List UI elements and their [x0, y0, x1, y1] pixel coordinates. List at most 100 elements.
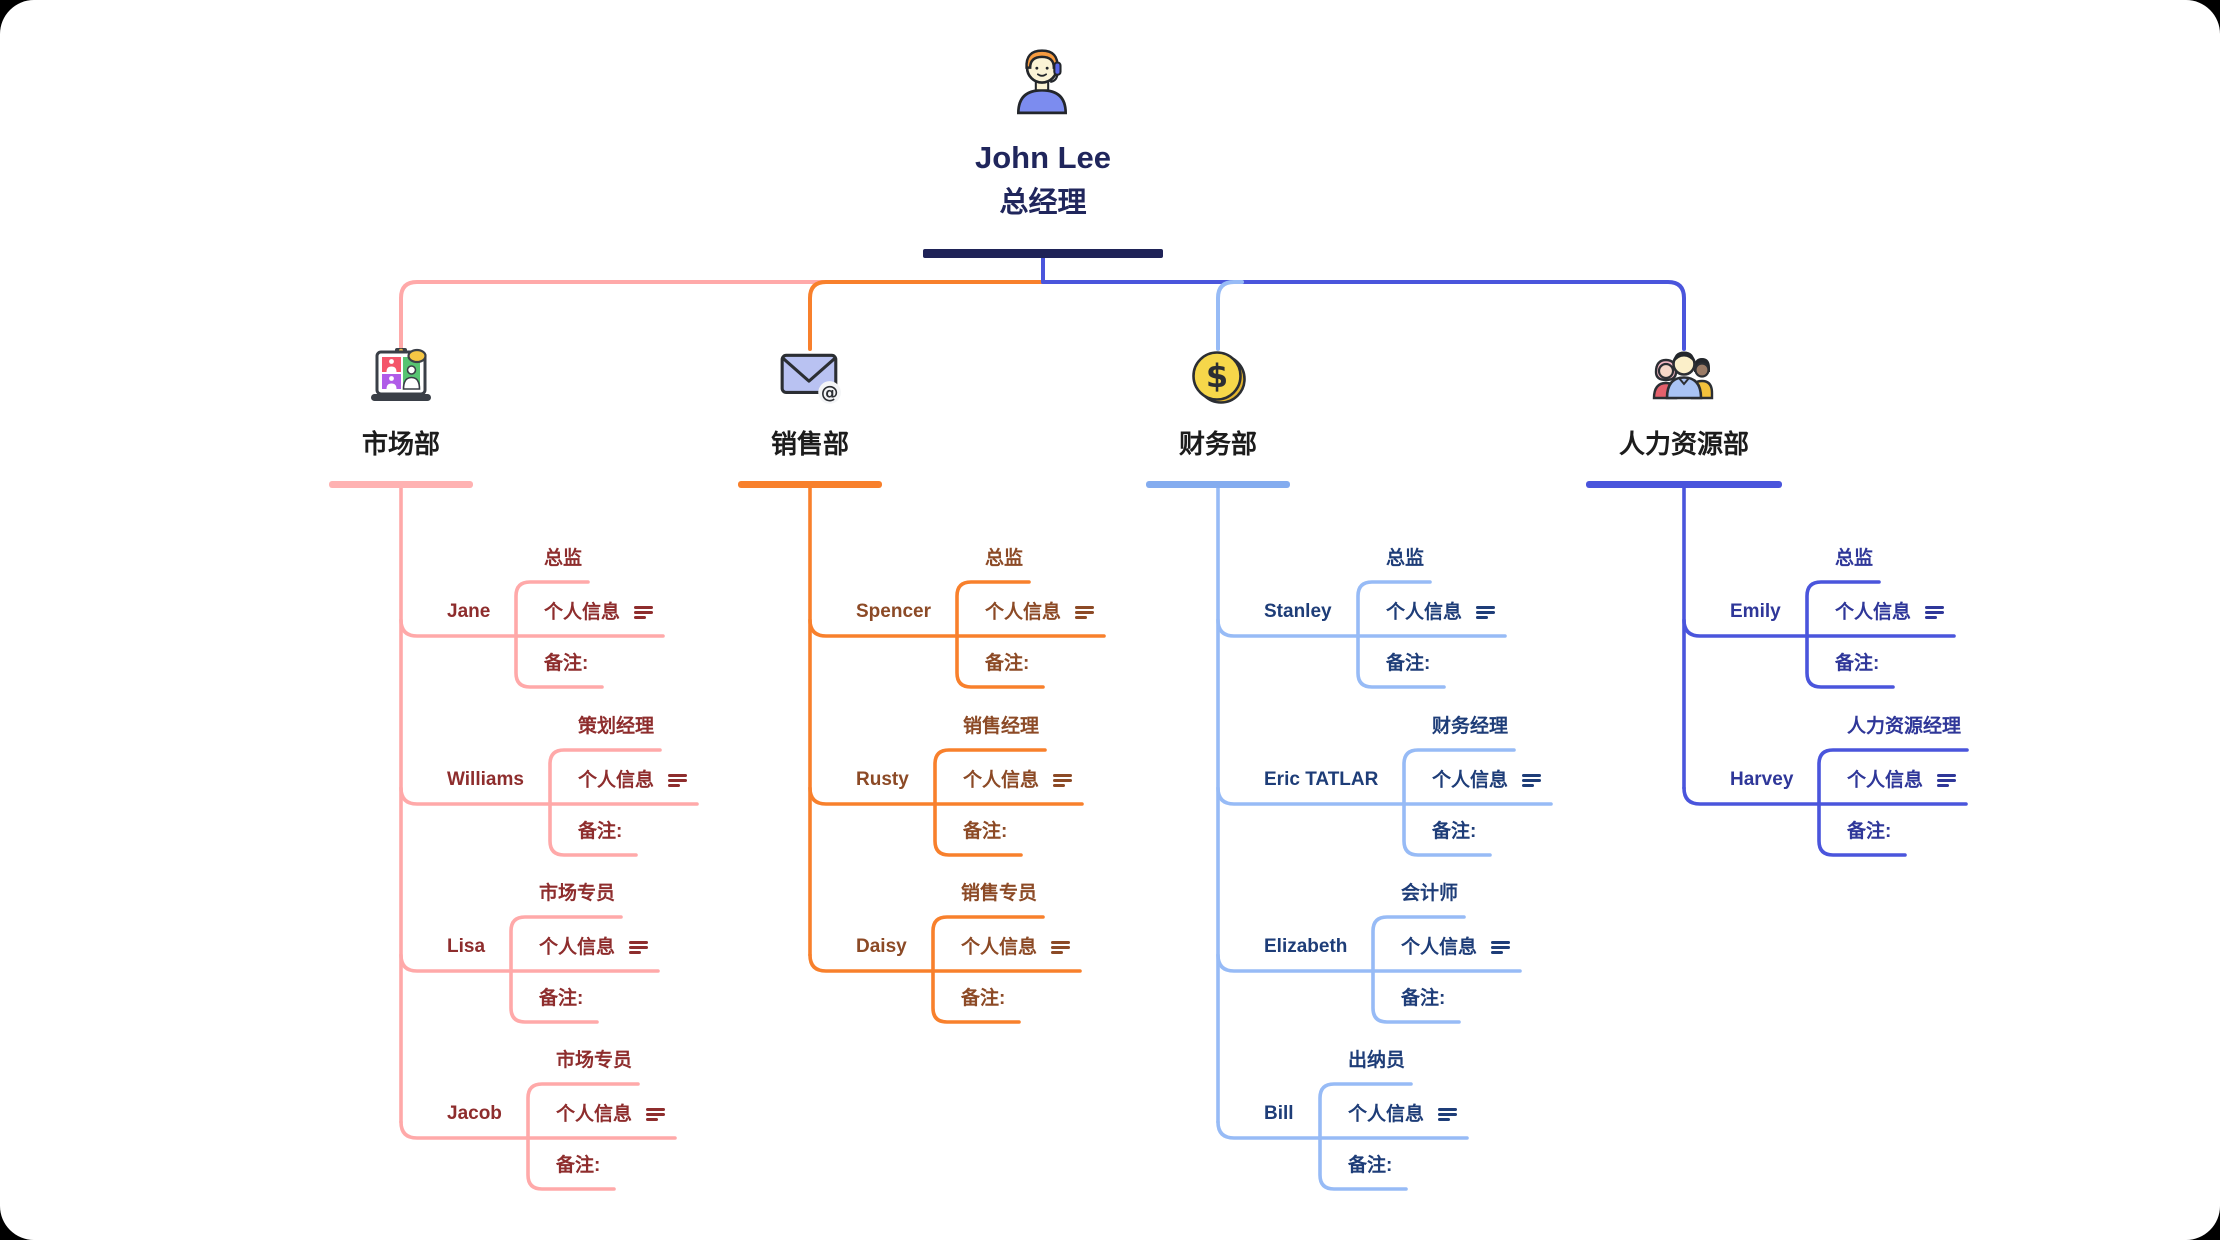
notes-icon-bar: [1053, 779, 1072, 782]
role-topic[interactable]: 出纳员: [1348, 1050, 1406, 1071]
notes-icon-bar: [1522, 784, 1534, 787]
note-topic[interactable]: 备注:: [963, 821, 1008, 842]
info-topic[interactable]: 个人信息: [1432, 770, 1509, 791]
info-topic[interactable]: 个人信息: [1401, 937, 1478, 958]
info-topic[interactable]: 个人信息: [539, 937, 616, 958]
info-topic[interactable]: 个人信息: [544, 602, 621, 623]
dept-topic-label[interactable]: 财务部: [1058, 426, 1378, 462]
info-topic[interactable]: 个人信息: [1835, 602, 1912, 623]
employee-name[interactable]: Stanley: [1264, 601, 1332, 622]
employee-name[interactable]: Daisy: [856, 936, 907, 957]
notes-icon[interactable]: [1925, 606, 1944, 620]
notes-icon[interactable]: [1522, 774, 1541, 788]
note-topic[interactable]: 备注:: [539, 988, 584, 1009]
role-topic[interactable]: 总监: [1835, 548, 1874, 569]
notes-icon-bar: [1075, 606, 1094, 609]
notes-icon-bar: [1925, 611, 1944, 614]
employee-name[interactable]: Spencer: [856, 601, 931, 622]
employee-branch-line: [1682, 618, 1956, 638]
note-topic[interactable]: 备注:: [961, 988, 1006, 1009]
notes-icon-bar: [1051, 951, 1063, 954]
employee-name[interactable]: Jane: [447, 601, 491, 622]
note-topic[interactable]: 备注:: [985, 653, 1030, 674]
child-bracket-line: [955, 580, 1045, 689]
child-bracket-line: [1805, 580, 1895, 689]
dept-topic-label[interactable]: 人力资源部: [1524, 426, 1844, 462]
info-topic[interactable]: 个人信息: [578, 770, 655, 791]
root-branch-line: [399, 280, 1045, 351]
employee-name[interactable]: Harvey: [1730, 769, 1794, 790]
role-topic[interactable]: 财务经理: [1432, 716, 1509, 737]
notes-icon[interactable]: [1051, 941, 1070, 955]
dept-topic-label[interactable]: 销售部: [650, 426, 970, 462]
role-topic[interactable]: 销售专员: [961, 883, 1038, 904]
info-topic[interactable]: 个人信息: [961, 937, 1038, 958]
notes-icon[interactable]: [1053, 774, 1072, 788]
dept-topic-underline: [1146, 481, 1290, 488]
role-topic[interactable]: 总监: [1386, 548, 1425, 569]
info-topic[interactable]: 个人信息: [985, 602, 1062, 623]
child-bracket-line: [933, 748, 1047, 857]
note-topic[interactable]: 备注:: [544, 653, 589, 674]
role-topic[interactable]: 总监: [544, 548, 583, 569]
note-topic[interactable]: 备注:: [1386, 653, 1431, 674]
role-topic[interactable]: 人力资源经理: [1847, 716, 1962, 737]
dept-topic-underline: [329, 481, 473, 488]
notes-icon[interactable]: [634, 606, 653, 620]
notes-icon[interactable]: [1491, 941, 1510, 955]
info-topic[interactable]: 个人信息: [1847, 770, 1924, 791]
team-icon: [1651, 348, 1717, 406]
notes-icon-bar: [1522, 774, 1541, 777]
note-topic[interactable]: 备注:: [1847, 821, 1892, 842]
dept-topic-label[interactable]: 市场部: [241, 426, 561, 462]
notes-icon-bar: [1476, 606, 1495, 609]
employee-name[interactable]: Emily: [1730, 601, 1781, 622]
root-topic-name[interactable]: John Lee: [974, 140, 1112, 175]
role-topic[interactable]: 会计师: [1401, 883, 1459, 904]
employee-name[interactable]: Bill: [1264, 1103, 1294, 1124]
role-topic[interactable]: 策划经理: [578, 716, 655, 737]
info-topic[interactable]: 个人信息: [556, 1104, 633, 1125]
employee-branch-line: [399, 953, 660, 973]
notes-icon[interactable]: [1438, 1108, 1457, 1122]
video-call-icon: [368, 348, 434, 406]
root-topic-title[interactable]: 总经理: [999, 187, 1087, 219]
employee-name[interactable]: Eric TATLAR: [1264, 769, 1379, 790]
notes-icon[interactable]: [646, 1108, 665, 1122]
notes-icon[interactable]: [1075, 606, 1094, 620]
employee-name[interactable]: Elizabeth: [1264, 936, 1348, 957]
role-topic[interactable]: 市场专员: [539, 883, 616, 904]
employee-name[interactable]: Jacob: [447, 1103, 502, 1124]
role-topic[interactable]: 市场专员: [556, 1050, 633, 1071]
info-topic[interactable]: 个人信息: [1348, 1104, 1425, 1125]
employee-name[interactable]: Rusty: [856, 769, 909, 790]
info-topic[interactable]: 个人信息: [963, 770, 1040, 791]
dept-topic-text: 财务部: [1178, 429, 1257, 459]
notes-icon-bar: [1937, 784, 1949, 787]
dept-topic-text: 销售部: [770, 429, 849, 459]
notes-icon-bar: [1438, 1108, 1457, 1111]
employee-branch-line: [399, 1120, 677, 1140]
employee-branch-line: [1216, 953, 1522, 973]
note-topic[interactable]: 备注:: [1432, 821, 1477, 842]
note-topic[interactable]: 备注:: [578, 821, 623, 842]
note-topic[interactable]: 备注:: [556, 1155, 601, 1176]
notes-icon[interactable]: [1937, 774, 1956, 788]
employee-name[interactable]: Lisa: [447, 936, 486, 957]
employee-branch-line: [808, 953, 1082, 973]
notes-icon-bar: [1438, 1113, 1457, 1116]
notes-icon[interactable]: [1476, 606, 1495, 620]
note-topic[interactable]: 备注:: [1401, 988, 1446, 1009]
notes-icon-bar: [668, 774, 687, 777]
notes-icon[interactable]: [629, 941, 648, 955]
note-topic[interactable]: 备注:: [1835, 653, 1880, 674]
employee-name[interactable]: Williams: [447, 769, 524, 790]
role-topic[interactable]: 总监: [985, 548, 1024, 569]
employee-branch-line: [1682, 786, 1968, 806]
note-topic[interactable]: 备注:: [1348, 1155, 1393, 1176]
notes-icon[interactable]: [668, 774, 687, 788]
info-topic[interactable]: 个人信息: [1386, 602, 1463, 623]
role-topic[interactable]: 销售经理: [963, 716, 1040, 737]
employee-branch-line: [1216, 786, 1553, 806]
root-branch-line: [808, 280, 1045, 351]
